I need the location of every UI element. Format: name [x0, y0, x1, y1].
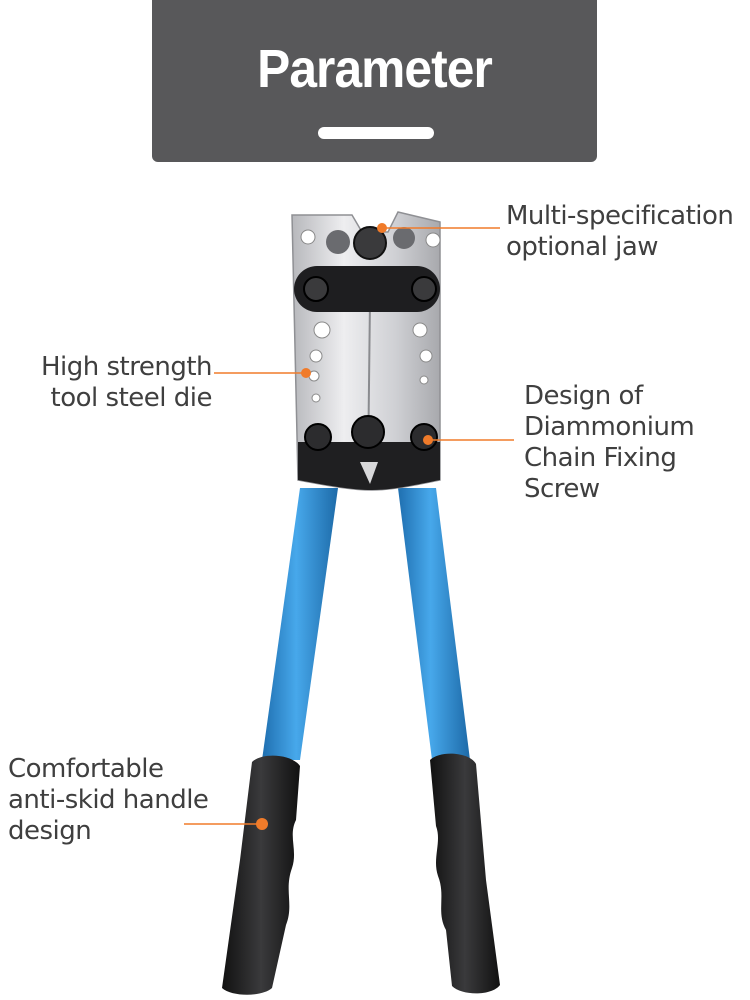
callout-dot-jaw — [377, 223, 387, 233]
callout-die-label: High strength tool steel die — [40, 352, 213, 413]
callout-dot-handle — [256, 818, 268, 830]
callout-screw-label: Design of Diammonium Chain Fixing Screw — [524, 381, 695, 504]
callout-dot-screw — [423, 435, 433, 445]
lower-screw-left — [304, 423, 332, 451]
callout-handle-label: Comfortable anti-skid handle design — [8, 754, 209, 846]
right-grip — [430, 753, 500, 994]
callout-jaw-label: Multi-specification optional jaw — [506, 201, 734, 262]
banner-title: Parameter — [257, 39, 493, 99]
right-blue-handle — [398, 488, 470, 760]
callout-dot-die — [301, 368, 311, 378]
link-screw-right — [411, 276, 437, 302]
banner-underline — [318, 127, 434, 139]
link-screw-left — [303, 276, 329, 302]
lower-screw-center — [351, 415, 385, 449]
left-blue-handle — [262, 488, 338, 760]
link-plate — [294, 266, 440, 312]
left-grip — [222, 755, 300, 995]
jaw-die-center — [353, 226, 387, 260]
